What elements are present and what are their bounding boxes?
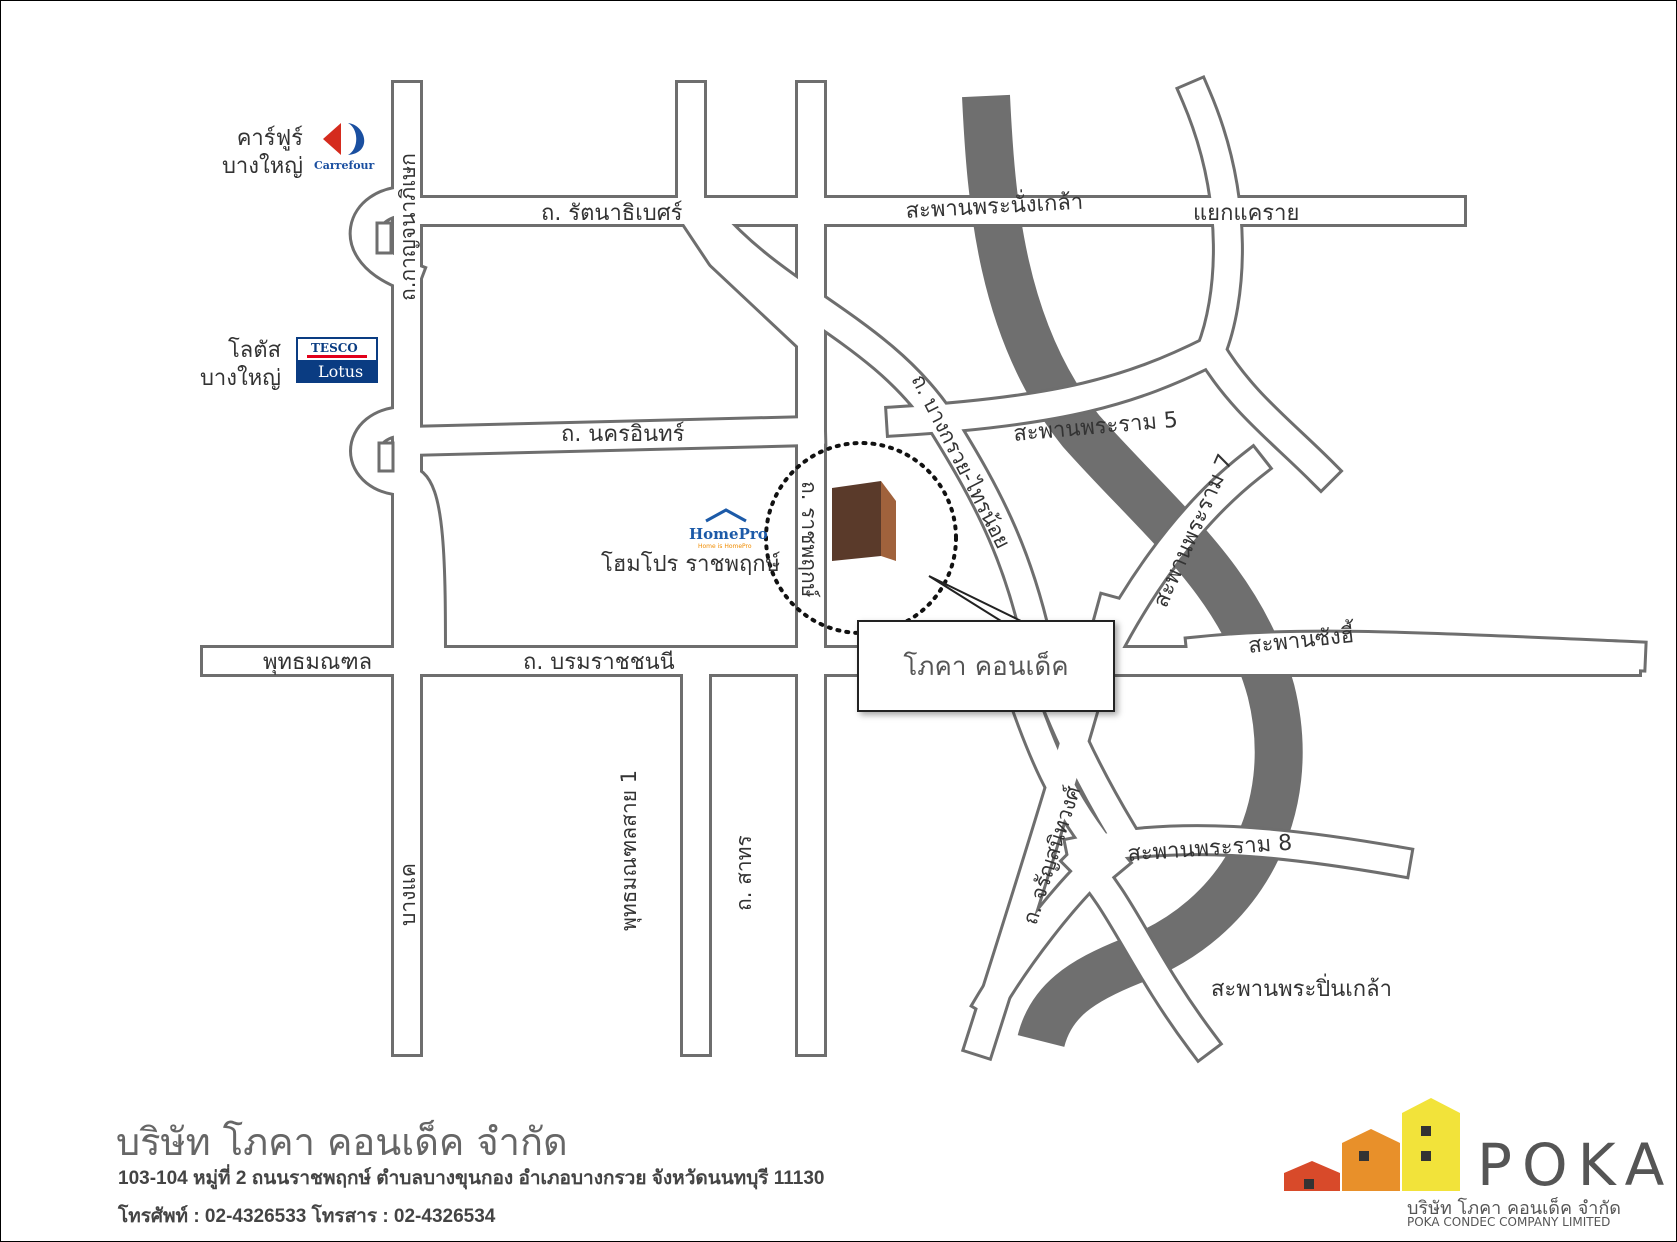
site-callout-label: โภคา คอนเด็ค (903, 651, 1069, 682)
homepro-tagline: Home is HomePro (698, 543, 752, 550)
site-callout-box: โภคา คอนเด็ค (857, 620, 1115, 712)
road-label-borommaratchachonnani: ถ. บรมราชชนนี (523, 650, 675, 675)
poka-logo-english: POKA CONDEC COMPANY LIMITED (1407, 1215, 1611, 1229)
site-building (832, 481, 896, 561)
site-highlight-circle (764, 441, 958, 635)
carrefour-logo: Carrefour (314, 123, 375, 172)
road-label-bang-khae: บางแค (396, 863, 420, 926)
carrefour-label: คาร์ฟูร์ บางใหญ่ (201, 125, 303, 181)
footer-address: 103-104 หมู่ที่ 2 ถนนราชพฤกษ์ ตำบลบางขุน… (118, 1168, 825, 1189)
roundabout-island-south (377, 441, 395, 473)
junction-label-khae-rai: แยกแคราย (1193, 201, 1299, 226)
carrefour-name: คาร์ฟูร์ (236, 126, 303, 151)
road-label-ratchaphruek: ถ. ราชพฤกษ์ (797, 481, 821, 598)
homepro-logo: HomePro Home is HomePro (689, 508, 768, 550)
lotus-word: Lotus (318, 362, 363, 381)
tesco-lotus-logo: TESCO Lotus (296, 337, 378, 383)
footer-company-name: บริษัท โภคา คอนเด็ค จำกัด (116, 1120, 568, 1164)
roads-fill (216, 96, 1631, 1041)
homepro-label: โฮมโปร ราชพฤกษ์ (601, 552, 781, 577)
roundabout-island-north (375, 221, 393, 255)
road-label-phutthamonthon-sai-1: พุทธมณฑลสาย 1 (617, 770, 642, 931)
road-label-rattanathibet: ถ. รัตนาธิเบศร์ (541, 201, 683, 226)
footer-phone: โทรศัพท์ : 02-4326533 โทรสาร : 02-432653… (118, 1206, 496, 1227)
poka-logo-thai: บริษัท โภคา คอนเด็ค จำกัด (1407, 1198, 1621, 1219)
lotus-branch: บางใหญ่ (199, 366, 281, 391)
lotus-label: โลตัส บางใหญ่ (179, 337, 281, 393)
poka-logo-name: POKA (1477, 1131, 1675, 1199)
road-label-sathon: ถ. สาทร (732, 835, 756, 911)
carrefour-branch: บางใหญ่ (221, 154, 303, 179)
bridge-label-phra-pin-klao: สะพานพระปิ่นเกล้า (1211, 973, 1392, 1002)
road-label-kanchanaphisek: ถ.กาญจนาภิเษก (396, 153, 420, 301)
road-label-nakhon-in: ถ. นครอินทร์ (561, 422, 685, 447)
tesco-word: TESCO (311, 341, 358, 355)
poka-houses-icon (1284, 1098, 1460, 1191)
road-label-phutthamonthon: พุทธมณฑล (263, 650, 372, 675)
carrefour-brand-text: Carrefour (314, 159, 375, 172)
homepro-brand-text: HomePro (689, 525, 768, 543)
lotus-name: โลตัส (227, 338, 281, 363)
